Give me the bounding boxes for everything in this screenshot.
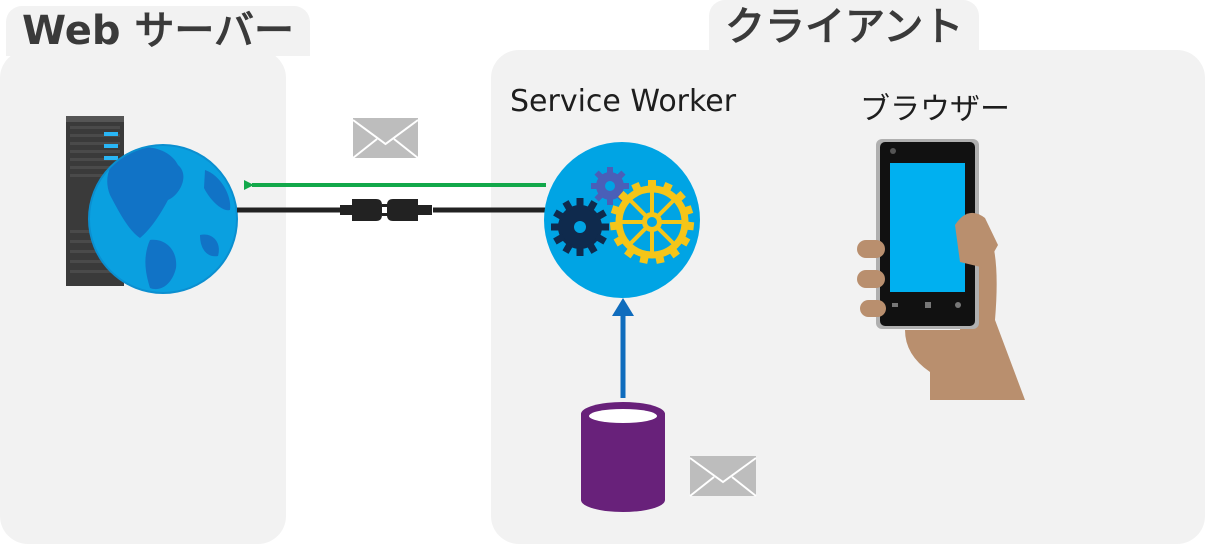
cache-arrow bbox=[612, 298, 634, 398]
gears-icon bbox=[551, 167, 695, 264]
globe-icon bbox=[88, 144, 238, 294]
phone-icon bbox=[876, 139, 979, 329]
plug-icon bbox=[340, 199, 432, 221]
envelope-icon bbox=[689, 456, 757, 497]
browser-label: ブラウザー bbox=[860, 92, 1010, 127]
hand-fingers bbox=[857, 212, 998, 317]
database-icon bbox=[581, 402, 665, 512]
envelope-icon bbox=[352, 118, 419, 159]
web-server-panel bbox=[0, 50, 286, 544]
web-server-title: Web サーバー bbox=[6, 6, 310, 56]
client-title: クライアント bbox=[709, 0, 980, 56]
service-worker-label: Service Worker bbox=[510, 84, 737, 119]
